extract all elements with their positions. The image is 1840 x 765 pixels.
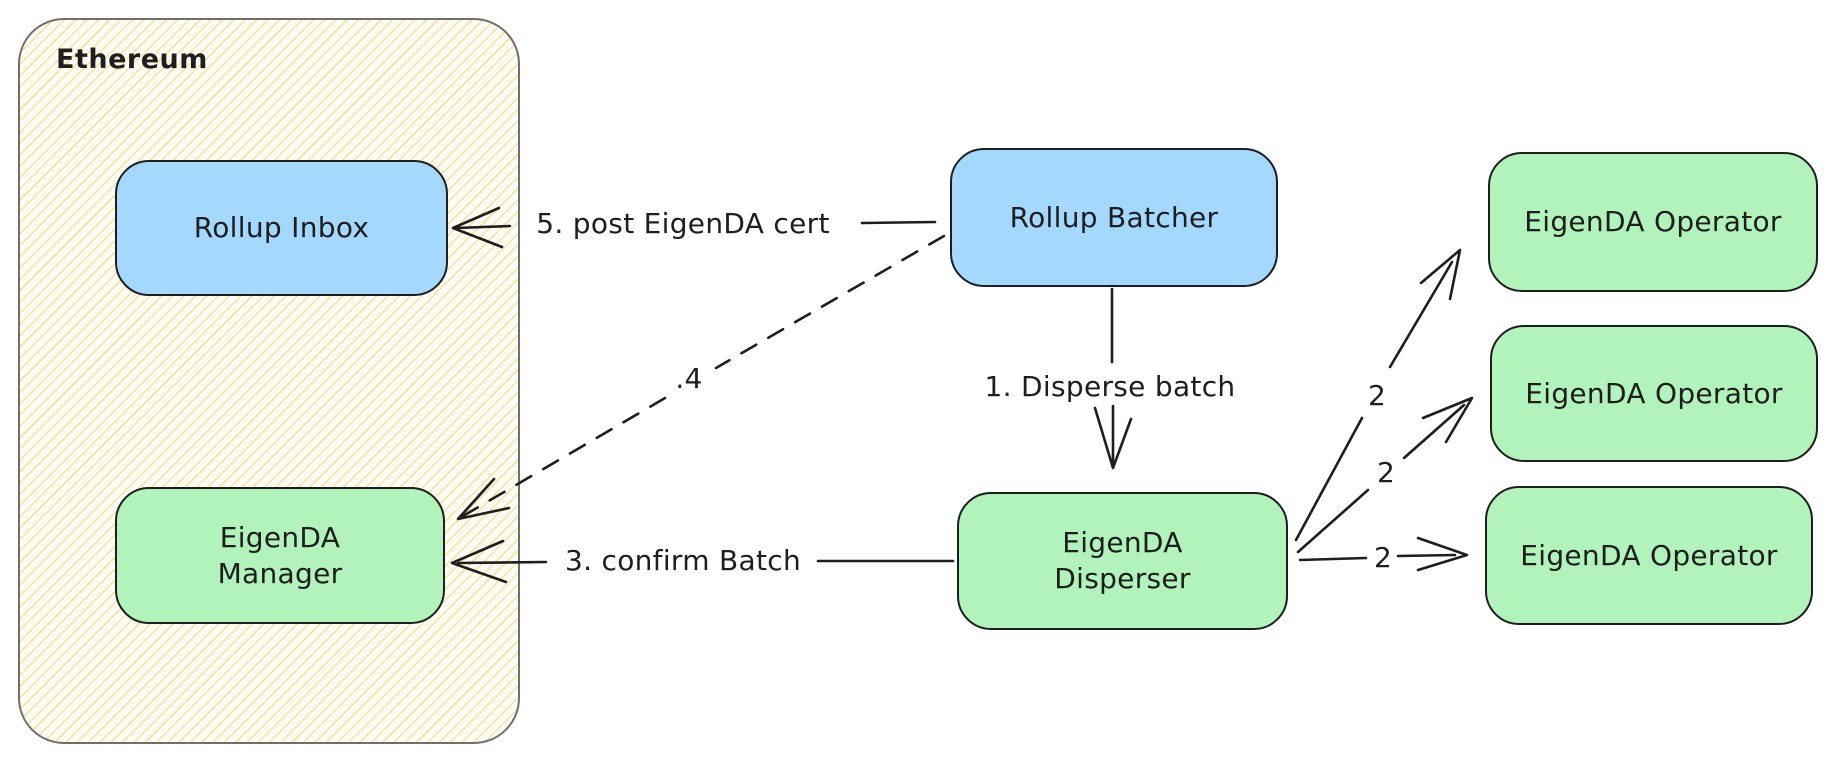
node-eigenda-operator-3: EigenDA Operator [1485, 486, 1813, 625]
edge-label-post-cert: 5. post EigenDA cert [536, 207, 830, 240]
arrowhead-shard-2 [1421, 396, 1474, 444]
ethereum-group-label: Ethereum [56, 44, 208, 75]
node-rollup-batcher: Rollup Batcher [950, 148, 1278, 287]
arrowhead-disperse-batch [1093, 406, 1133, 470]
edge-label-disperse-batch: 1. Disperse batch [984, 370, 1236, 403]
node-eigenda-disperser: EigenDA Disperser [957, 492, 1288, 630]
edge-label-dashed-4: .4 [675, 362, 703, 395]
arrowhead-shard-3 [1416, 536, 1469, 572]
edge-label-shard-2: 2 [1376, 456, 1396, 489]
edge-label-confirm-batch: 3. confirm Batch [564, 544, 801, 577]
node-eigenda-manager: EigenDA Manager [115, 487, 445, 624]
arrowhead-shard-1 [1419, 248, 1462, 301]
edge-label-shard-3: 2 [1373, 541, 1393, 574]
node-rollup-inbox: Rollup Inbox [115, 160, 448, 296]
ethereum-group-box [18, 18, 520, 744]
edge-label-shard-1: 2 [1367, 379, 1387, 412]
node-eigenda-operator-1: EigenDA Operator [1488, 152, 1818, 292]
node-eigenda-operator-2: EigenDA Operator [1490, 325, 1818, 462]
